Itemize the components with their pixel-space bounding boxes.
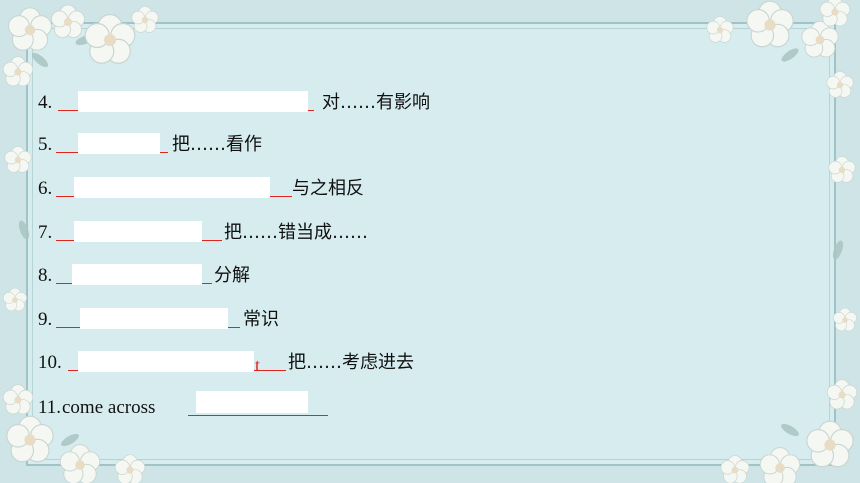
exercise-item-6: 6. 与之相反	[38, 176, 364, 202]
meaning-text: 分解	[214, 265, 250, 286]
item-number: 10.	[38, 352, 62, 373]
answer-cover[interactable]	[74, 177, 270, 198]
answer-cover[interactable]	[72, 264, 202, 285]
item-number: 5.	[38, 134, 53, 155]
exercise-item-10: 10. t 把……考虑进去	[38, 350, 414, 376]
answer-cover[interactable]	[80, 308, 228, 329]
answer-cover[interactable]	[78, 351, 254, 372]
answer-cover[interactable]	[196, 391, 308, 413]
answer-cover[interactable]	[74, 221, 202, 242]
answer-fragment: t	[255, 355, 261, 375]
meaning-text: 常识	[243, 309, 279, 330]
meaning-text: 对……有影响	[322, 92, 430, 113]
answer-cover[interactable]	[78, 133, 160, 154]
meaning-text: 把……看作	[172, 134, 262, 155]
item-number: 4.	[38, 92, 53, 113]
answer-blank-line	[188, 415, 328, 416]
exercise-item-7: 7. 把……错当成……	[38, 220, 368, 246]
item-number: 9.	[38, 309, 53, 330]
meaning-text: 与之相反	[292, 178, 364, 199]
exercise-item-8: 8. 分解	[38, 263, 250, 289]
meaning-text: 把……错当成……	[224, 222, 368, 243]
item-number: 8.	[38, 265, 53, 286]
exercise-item-9: 9. 常识	[38, 307, 279, 333]
item-number: 6.	[38, 178, 53, 199]
meaning-text: 把……考虑进去	[288, 352, 414, 373]
exercise-item-5: 5. 把……看作	[38, 132, 262, 158]
answer-cover[interactable]	[78, 91, 308, 112]
item-number: 11.	[38, 397, 62, 418]
item-number: 7.	[38, 222, 53, 243]
exercise-item-4: 4. 对……有影响	[38, 90, 430, 116]
phrase-text: come across	[62, 397, 156, 418]
exercise-item-11: 11. come across	[38, 391, 328, 421]
